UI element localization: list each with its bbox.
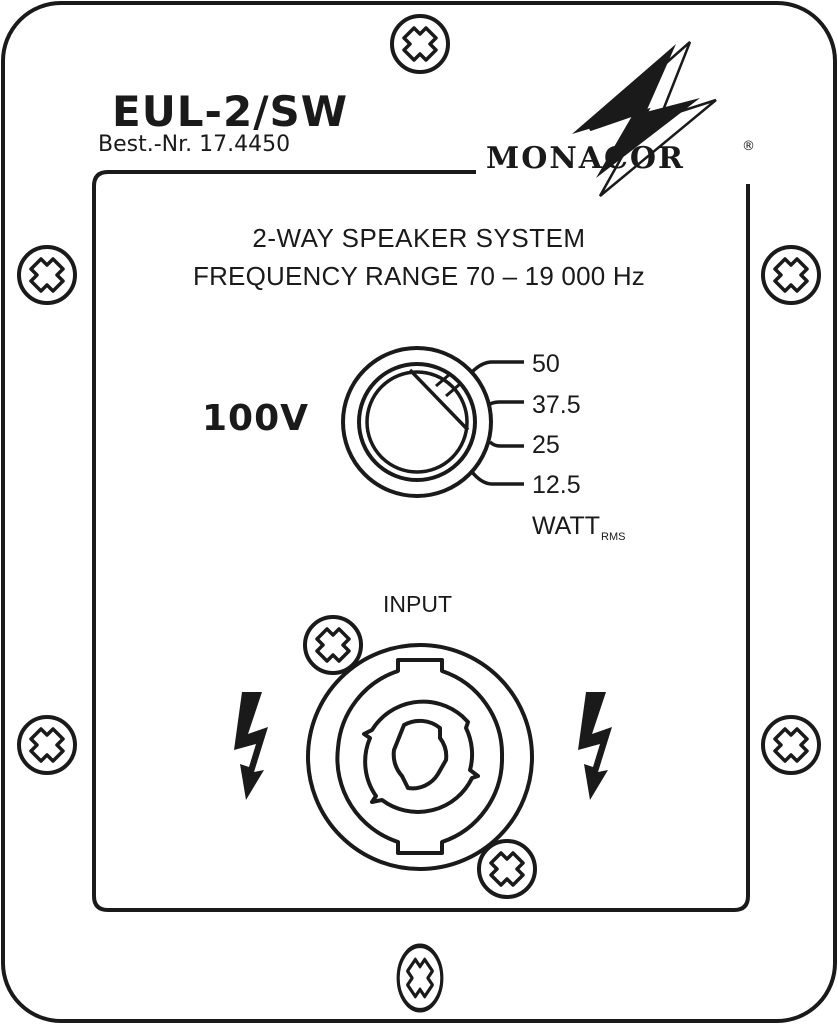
voltage-label: 100V <box>202 398 310 439</box>
power-tap-12-5: 12.5 <box>532 471 581 499</box>
screw-bottom <box>398 946 442 1010</box>
power-tap-25: 25 <box>532 431 560 459</box>
power-selector-dial[interactable] <box>343 348 491 496</box>
frequency-range: FREQUENCY RANGE 70 – 19 000 Hz <box>192 261 646 291</box>
screw-right-lower <box>761 715 821 775</box>
screw-left-lower <box>17 715 77 775</box>
registered-mark: ® <box>742 139 755 154</box>
connector-screw-upper <box>303 615 363 675</box>
product-description: 2-WAY SPEAKER SYSTEM <box>252 223 586 253</box>
input-connector <box>306 643 534 871</box>
order-number: Best.-Nr. 17.4450 <box>98 132 291 157</box>
inner-frame <box>92 170 750 912</box>
model-name: EUL-2/SW <box>112 87 349 136</box>
unit-rms: RMS <box>601 531 626 543</box>
speaker-input-socket[interactable] <box>308 645 532 869</box>
connector-screw-lower <box>477 839 537 899</box>
unit-watt: WATT <box>532 512 601 540</box>
brand-name: MONACOR <box>486 141 685 176</box>
screw-top <box>390 14 450 74</box>
input-label: INPUT <box>383 591 452 617</box>
power-selector-knob <box>341 346 524 498</box>
power-unit: WATTRMS <box>532 511 625 552</box>
monacor-lightning-logo <box>572 41 717 197</box>
power-tap-50: 50 <box>532 350 560 378</box>
power-tap-37-5: 37.5 <box>532 391 581 419</box>
